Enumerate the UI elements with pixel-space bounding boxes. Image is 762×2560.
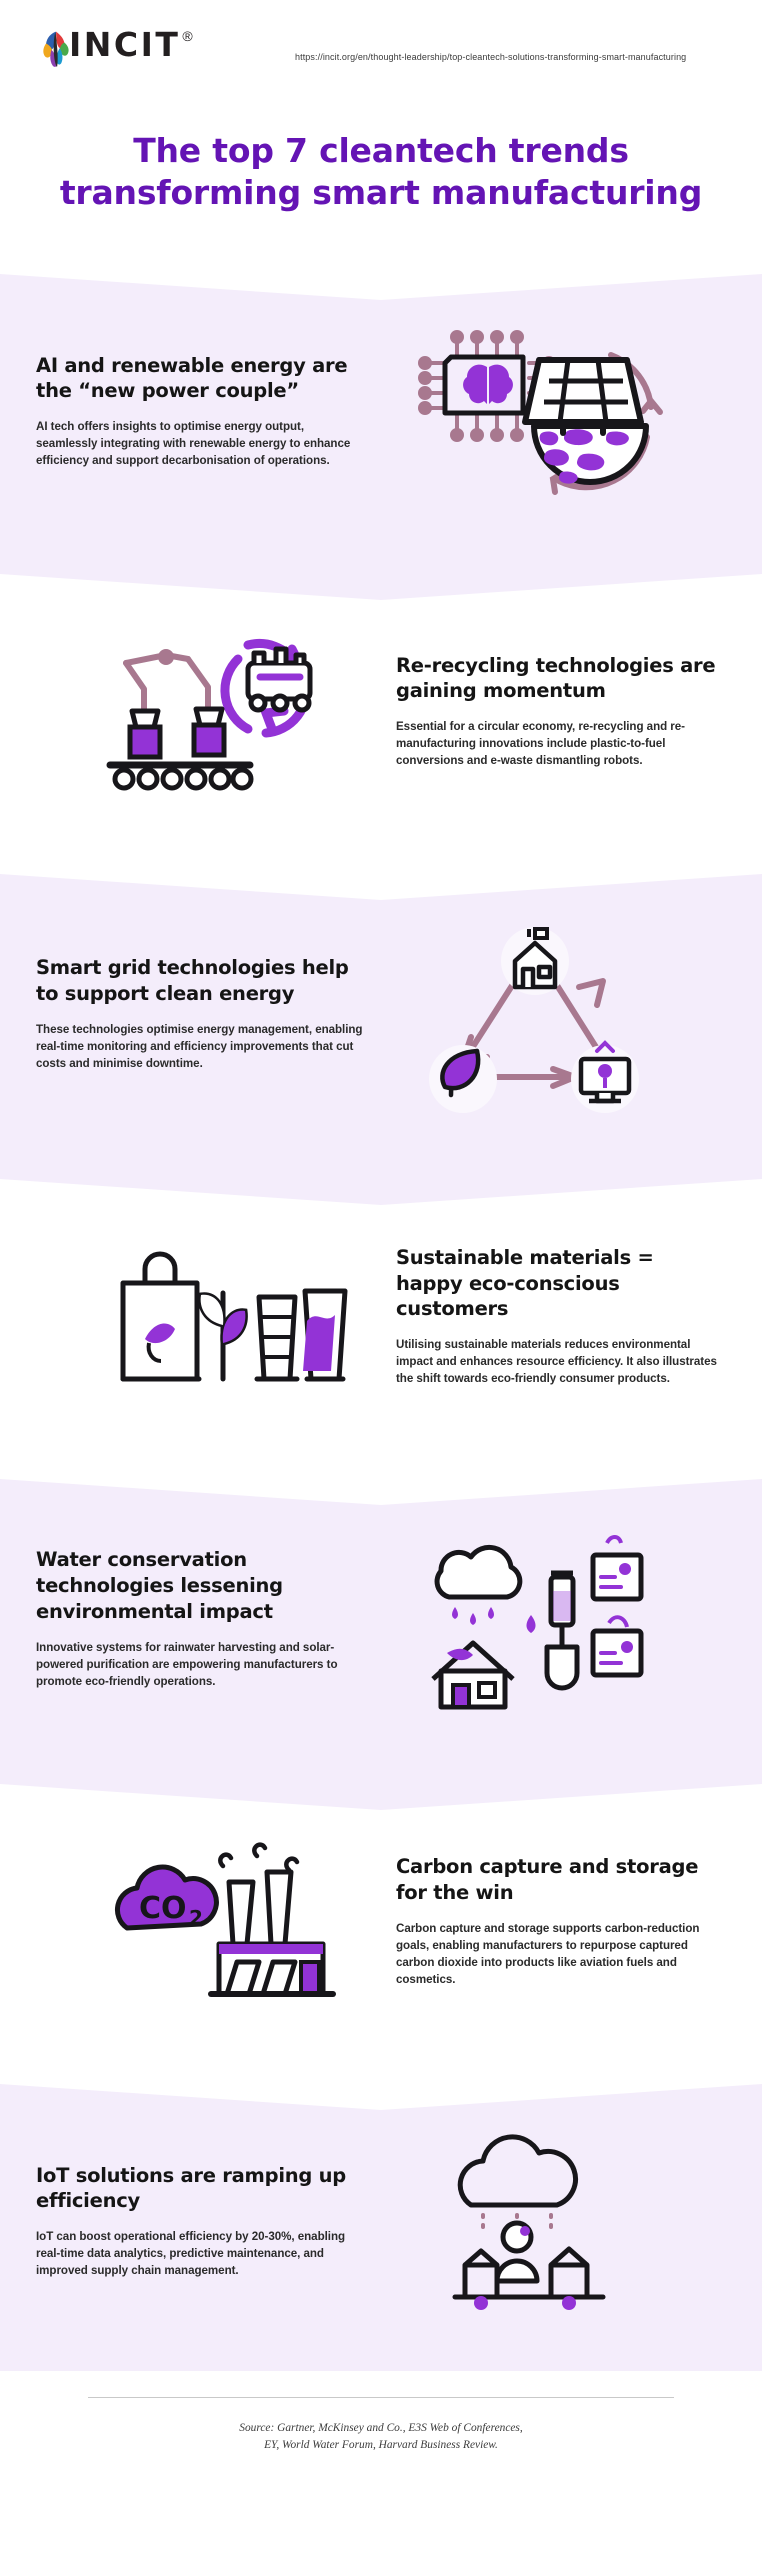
section-7-body: IoT can boost operational efficiency by … [36, 2230, 346, 2278]
section-1-body: AI tech offers insights to optimise ener… [36, 420, 351, 468]
tote-bag-plant-cups-icon [66, 1221, 386, 1411]
section-6-title: Carbon capture and storage for the win [396, 1855, 699, 1904]
footer-divider [88, 2397, 674, 2399]
section-2-body: Essential for a circular economy, re-rec… [396, 720, 685, 768]
section-7: IoT solutions are ramping up efficiency … [0, 2070, 762, 2372]
section-2: Re-recycling technologies are gaining mo… [0, 560, 762, 862]
section-6: Carbon capture and storage for the win C… [0, 1770, 762, 2072]
divider-top-2 [0, 560, 762, 601]
page-title-line-1: The top 7 cleantech trends [133, 131, 629, 170]
section-5-title: Water conservation technologies lessenin… [36, 1548, 283, 1623]
section-6-body: Carbon capture and storage supports carb… [396, 1921, 700, 1987]
divider-top-4 [0, 1165, 762, 1206]
page-title-line-2: transforming smart manufacturing [59, 172, 703, 212]
ai-chip-solar-panel-earth-icon [376, 311, 696, 511]
section-1: AI and renewable energy are the “new pow… [0, 260, 762, 562]
divider-top-7 [0, 2070, 762, 2111]
source-line-2: EY, World Water Forum, Harvard Business … [264, 2439, 498, 2452]
section-4-text: Sustainable materials = happy eco-consci… [396, 1245, 726, 1388]
section-7-text: IoT solutions are ramping up efficiency … [36, 2163, 366, 2280]
section-3-body: These technologies optimise energy manag… [36, 1022, 363, 1070]
section-5-text: Water conservation technologies lessenin… [36, 1547, 366, 1690]
co2-subscript: 2 [189, 1906, 203, 1930]
section-1-title: AI and renewable energy are the “new pow… [36, 353, 348, 403]
section-2-text: Re-recycling technologies are gaining mo… [396, 653, 726, 770]
page-header: INCIT ® https://incit.org/en/thought-lea… [0, 0, 762, 98]
page-footer: Source: Gartner, McKinsey and Co., E3S W… [0, 2371, 762, 2455]
robot-arms-conveyor-factory-recycle-icon [66, 611, 386, 811]
butterfly-logo-icon [40, 28, 74, 68]
section-1-text: AI and renewable energy are the “new pow… [36, 353, 366, 470]
divider-top-6 [0, 1770, 762, 1811]
divider-top-1 [0, 260, 762, 301]
section-3-text: Smart grid technologies help to support … [36, 955, 366, 1072]
smart-grid-triangle-house-leaf-monitor-icon [376, 909, 696, 1119]
section-3: Smart grid technologies help to support … [0, 860, 762, 1167]
rainwater-harvesting-house-cloud-filter-icon [376, 1519, 696, 1719]
source-line-1: Source: Gartner, McKinsey and Co., E3S W… [239, 2422, 523, 2435]
incit-logo[interactable]: INCIT ® [40, 28, 193, 68]
co2-cloud-factory-icon: CO 2 [66, 1826, 386, 2016]
logo-wordmark: INCIT [69, 25, 181, 64]
sections-list: AI and renewable energy are the “new pow… [0, 260, 762, 2372]
co2-label: CO [139, 1891, 187, 1926]
article-url[interactable]: https://incit.org/en/thought-leadership/… [295, 52, 687, 62]
section-7-title: IoT solutions are ramping up efficiency [36, 2163, 346, 2213]
divider-top-3 [0, 860, 762, 901]
section-5-body: Innovative systems for rainwater harvest… [36, 1640, 338, 1688]
registered-trademark-icon: ® [182, 28, 193, 44]
section-6-text: Carbon capture and storage for the win C… [396, 1854, 726, 1988]
divider-top-5 [0, 1465, 762, 1506]
section-4-body: Utilising sustainable materials reduces … [396, 1338, 717, 1386]
section-2-title: Re-recycling technologies are gaining mo… [396, 653, 716, 703]
section-4-title: Sustainable materials = happy eco-consci… [396, 1245, 654, 1321]
iot-cloud-network-devices-icon [376, 2131, 696, 2311]
page-title: The top 7 cleantech trends transforming … [0, 98, 762, 262]
section-5: Water conservation technologies lessenin… [0, 1465, 762, 1772]
section-4: Sustainable materials = happy eco-consci… [0, 1165, 762, 1467]
section-3-title: Smart grid technologies help to support … [36, 956, 349, 1005]
